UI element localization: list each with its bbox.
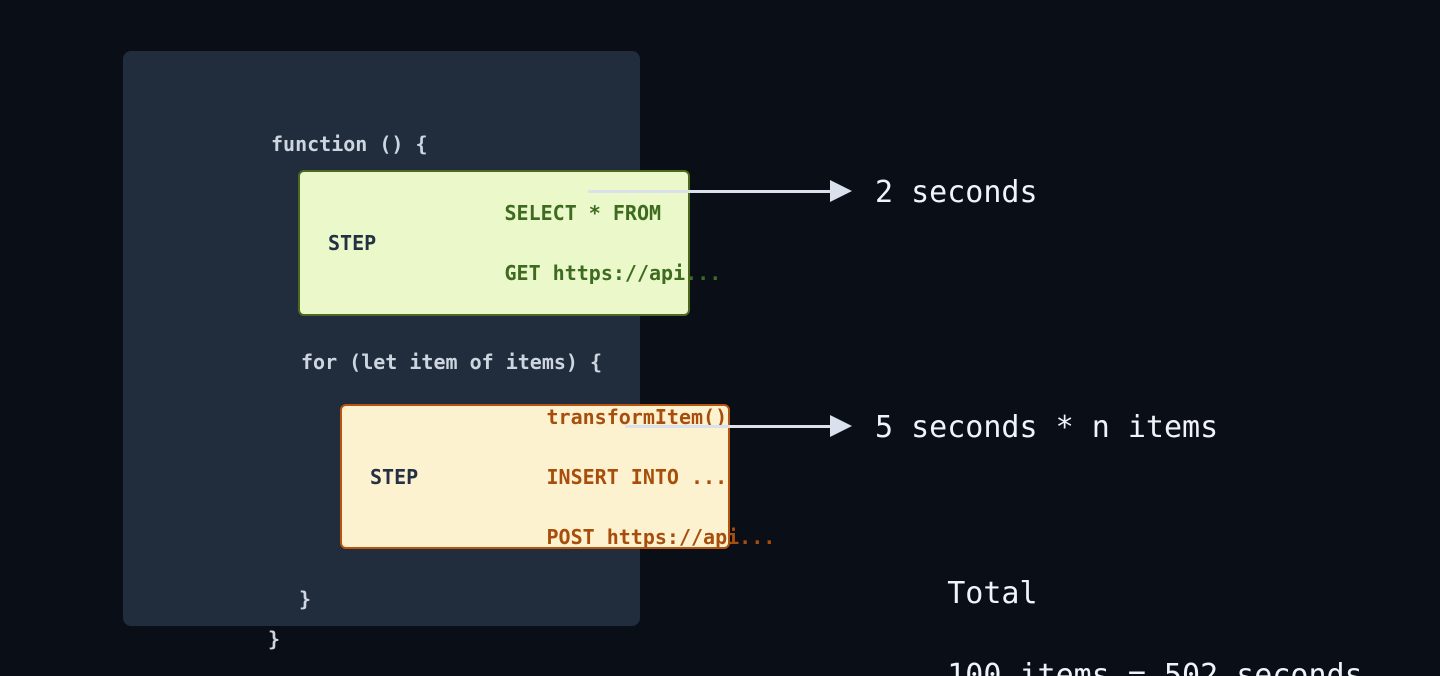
- total-value: 100 items = 502 seconds: [947, 658, 1363, 676]
- step-code-line: SELECT * FROM: [504, 201, 662, 225]
- total-title: Total: [947, 576, 1038, 611]
- for-loop-close-brace: }: [299, 587, 312, 611]
- arrow-head-icon: [830, 415, 852, 437]
- step-code-line: POST https://api...: [546, 524, 776, 549]
- step2-duration-label: 5 seconds * n items: [875, 410, 1219, 445]
- step-label: STEP: [328, 231, 377, 255]
- step-code-line: INSERT INTO ...: [546, 464, 728, 489]
- total-summary: Total 100 items = 502 seconds: [875, 532, 1363, 676]
- arrow-shaft: [625, 425, 831, 428]
- step1-duration-label: 2 seconds: [875, 175, 1038, 210]
- step-box-load: STEP transformItem() INSERT INTO ... POS…: [340, 404, 775, 549]
- step-code-extract: SELECT * FROM GET https://api...: [408, 168, 722, 318]
- arrow-head-icon: [830, 180, 852, 202]
- arrow-shaft: [588, 190, 831, 193]
- code-panel: function () { STEP SELECT * FROM GET htt…: [123, 51, 775, 651]
- function-open-line: function () {: [271, 132, 428, 156]
- for-loop-open-line: for (let item of items) {: [301, 350, 603, 374]
- step-box-extract: STEP SELECT * FROM GET https://api...: [298, 170, 721, 316]
- step-code-line: transformItem(): [546, 404, 728, 429]
- step-code-line: GET https://api...: [504, 261, 722, 285]
- step-label: STEP: [370, 464, 419, 489]
- function-close-brace: }: [268, 627, 281, 651]
- step-code-load: transformItem() INSERT INTO ... POST htt…: [450, 372, 776, 582]
